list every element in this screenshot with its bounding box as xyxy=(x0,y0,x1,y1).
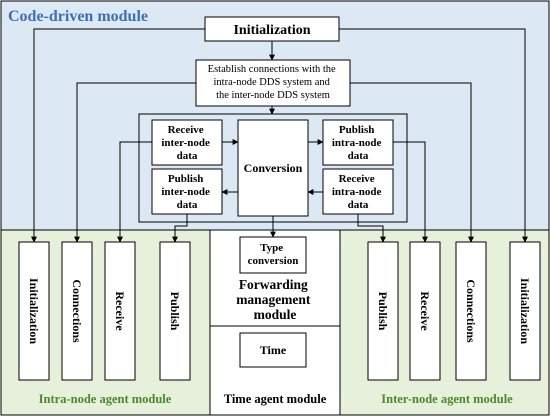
forwarding-module-title: Forwarding management module xyxy=(236,277,314,322)
receive-inter-node-label: Receive inter-node data xyxy=(161,124,212,162)
arrow-establish-to-inter-connections xyxy=(350,82,474,243)
inter-receive-label: Receive xyxy=(418,291,432,331)
intra-publish-box xyxy=(159,241,191,381)
publish-intra-node-label: Publish intra-node data xyxy=(332,124,384,162)
publish-intra-node-box xyxy=(322,119,394,166)
intra-initialization-label: Initialization xyxy=(27,278,41,344)
intra-agent-items: Initialization Connections Receive Publi… xyxy=(18,241,191,381)
arrow-init-to-intra-init xyxy=(31,28,205,243)
intra-initialization-box xyxy=(18,241,50,381)
arrow-establish-to-intra-connections xyxy=(74,82,196,243)
inter-agent-items: Publish Receive Connections Initializati… xyxy=(367,241,541,381)
arrow-init-to-inter-init xyxy=(339,28,528,243)
conversion-box xyxy=(237,119,309,217)
intra-receive-label: Receive xyxy=(113,291,127,331)
inter-node-agent-title: Inter-node agent module xyxy=(381,392,513,406)
receive-intra-node-label: Receive intra-node data xyxy=(332,173,384,211)
intra-publish-label: Publish xyxy=(168,292,182,331)
establish-connections-label: Establish connections with the intra-nod… xyxy=(208,64,339,101)
inter-connections-label: Connections xyxy=(464,279,478,343)
inter-initialization-label: Initialization xyxy=(518,278,532,344)
arrow-receive-inter-to-intra-receive xyxy=(117,141,152,243)
publish-inter-node-label: Publish inter-node data xyxy=(161,173,212,211)
inter-publish-label: Publish xyxy=(376,292,390,331)
arrow-receive-intra-to-inter-publish xyxy=(357,214,386,243)
time-box xyxy=(239,332,307,368)
time-agent-title: Time agent module xyxy=(224,392,327,406)
intra-connections-label: Connections xyxy=(70,279,84,343)
initialization-label: Initialization xyxy=(233,23,310,38)
connectors xyxy=(31,28,528,243)
arrow-publish-inter-to-intra-publish xyxy=(172,214,188,243)
establish-connections-box xyxy=(195,59,351,107)
inter-initialization-box xyxy=(509,241,541,381)
code-driven-module-title: Code-driven module xyxy=(8,8,148,25)
inter-publish-box xyxy=(367,241,399,381)
inter-receive-box xyxy=(409,241,441,381)
conversion-label: Conversion xyxy=(244,161,303,175)
type-conversion-box xyxy=(239,236,307,274)
intra-connections-box xyxy=(61,241,93,381)
intra-receive-box xyxy=(104,241,136,381)
intra-node-agent-title: Intra-node agent module xyxy=(39,392,172,406)
time-label: Time xyxy=(260,343,287,357)
arrow-publish-intra-to-inter-receive xyxy=(393,141,428,243)
type-conversion-label: Type conversion xyxy=(248,242,299,267)
